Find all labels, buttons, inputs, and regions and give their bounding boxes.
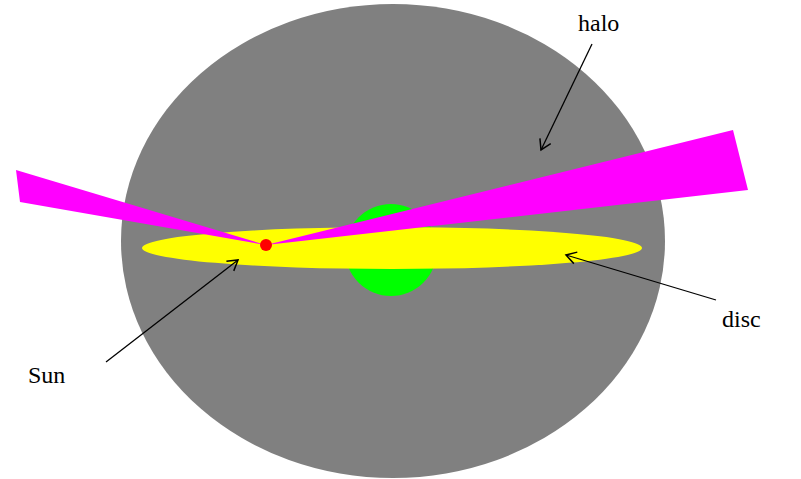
part-label: Sun [28,362,65,388]
leader-line [106,260,238,362]
part-label: disc [722,306,761,332]
leader-line [541,44,592,150]
halo-ellipse [121,4,665,478]
view-cone [266,130,748,245]
leader-line [566,255,716,300]
part-label: halo [578,10,619,36]
view-cone [16,170,266,245]
sun-dot [260,239,272,251]
